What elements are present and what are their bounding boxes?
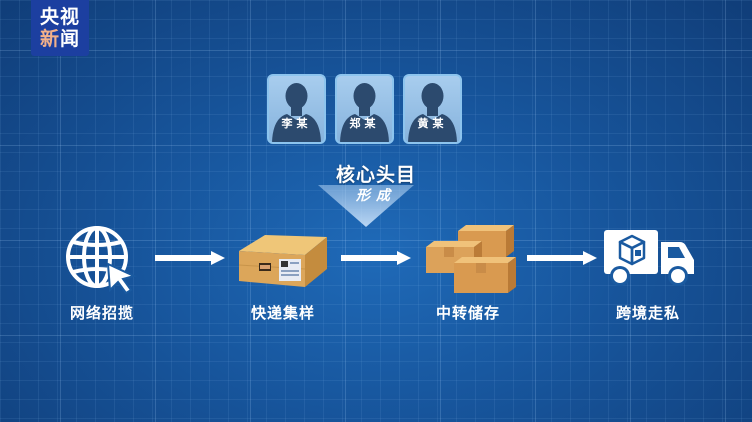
- member-card-huang: 黄某: [403, 74, 462, 144]
- core-members: 李某 郑某 黄某: [267, 74, 462, 144]
- member-name: 黄某: [417, 117, 448, 130]
- logo-char-xin: 新: [39, 28, 60, 50]
- delivery-truck-icon: [604, 230, 694, 286]
- step-label: 跨境走私: [615, 304, 680, 322]
- person-silhouette-icon: [340, 83, 389, 142]
- step-label: 中转储存: [435, 304, 500, 322]
- step-label: 快递集样: [250, 304, 315, 322]
- step-transit-storage: 中转储存: [408, 220, 528, 323]
- member-card-zheng: 郑某: [335, 74, 394, 144]
- member-name: 李某: [281, 117, 312, 130]
- right-arrow-icon: [341, 251, 411, 265]
- logo-char-wen: 闻: [60, 28, 81, 50]
- person-silhouette-icon: [272, 83, 321, 142]
- step-online-recruitment: 网络招揽: [42, 220, 162, 323]
- globe-cursor-icon: [66, 226, 137, 294]
- step-cross-border-smuggling: 跨境走私: [588, 220, 708, 323]
- logo-line-2: 新闻: [40, 28, 80, 50]
- logo-line-1: 央视: [39, 6, 80, 28]
- right-arrow-icon: [155, 251, 225, 265]
- cctv-news-logo: 央视 新闻: [31, 0, 89, 56]
- person-silhouette-icon: [408, 83, 457, 142]
- right-arrow-icon: [527, 251, 597, 265]
- member-name: 郑某: [349, 117, 380, 130]
- parcel-box-icon: [238, 235, 327, 287]
- formed-label: 形成: [356, 188, 396, 204]
- core-leaders-title: 核心头目: [335, 164, 416, 186]
- member-card-li: 李某: [267, 74, 326, 144]
- down-triangle-icon: [318, 185, 414, 227]
- stacked-boxes-icon: [426, 225, 516, 293]
- step-express-collection: 快递集样: [223, 220, 343, 323]
- step-label: 网络招揽: [69, 304, 134, 322]
